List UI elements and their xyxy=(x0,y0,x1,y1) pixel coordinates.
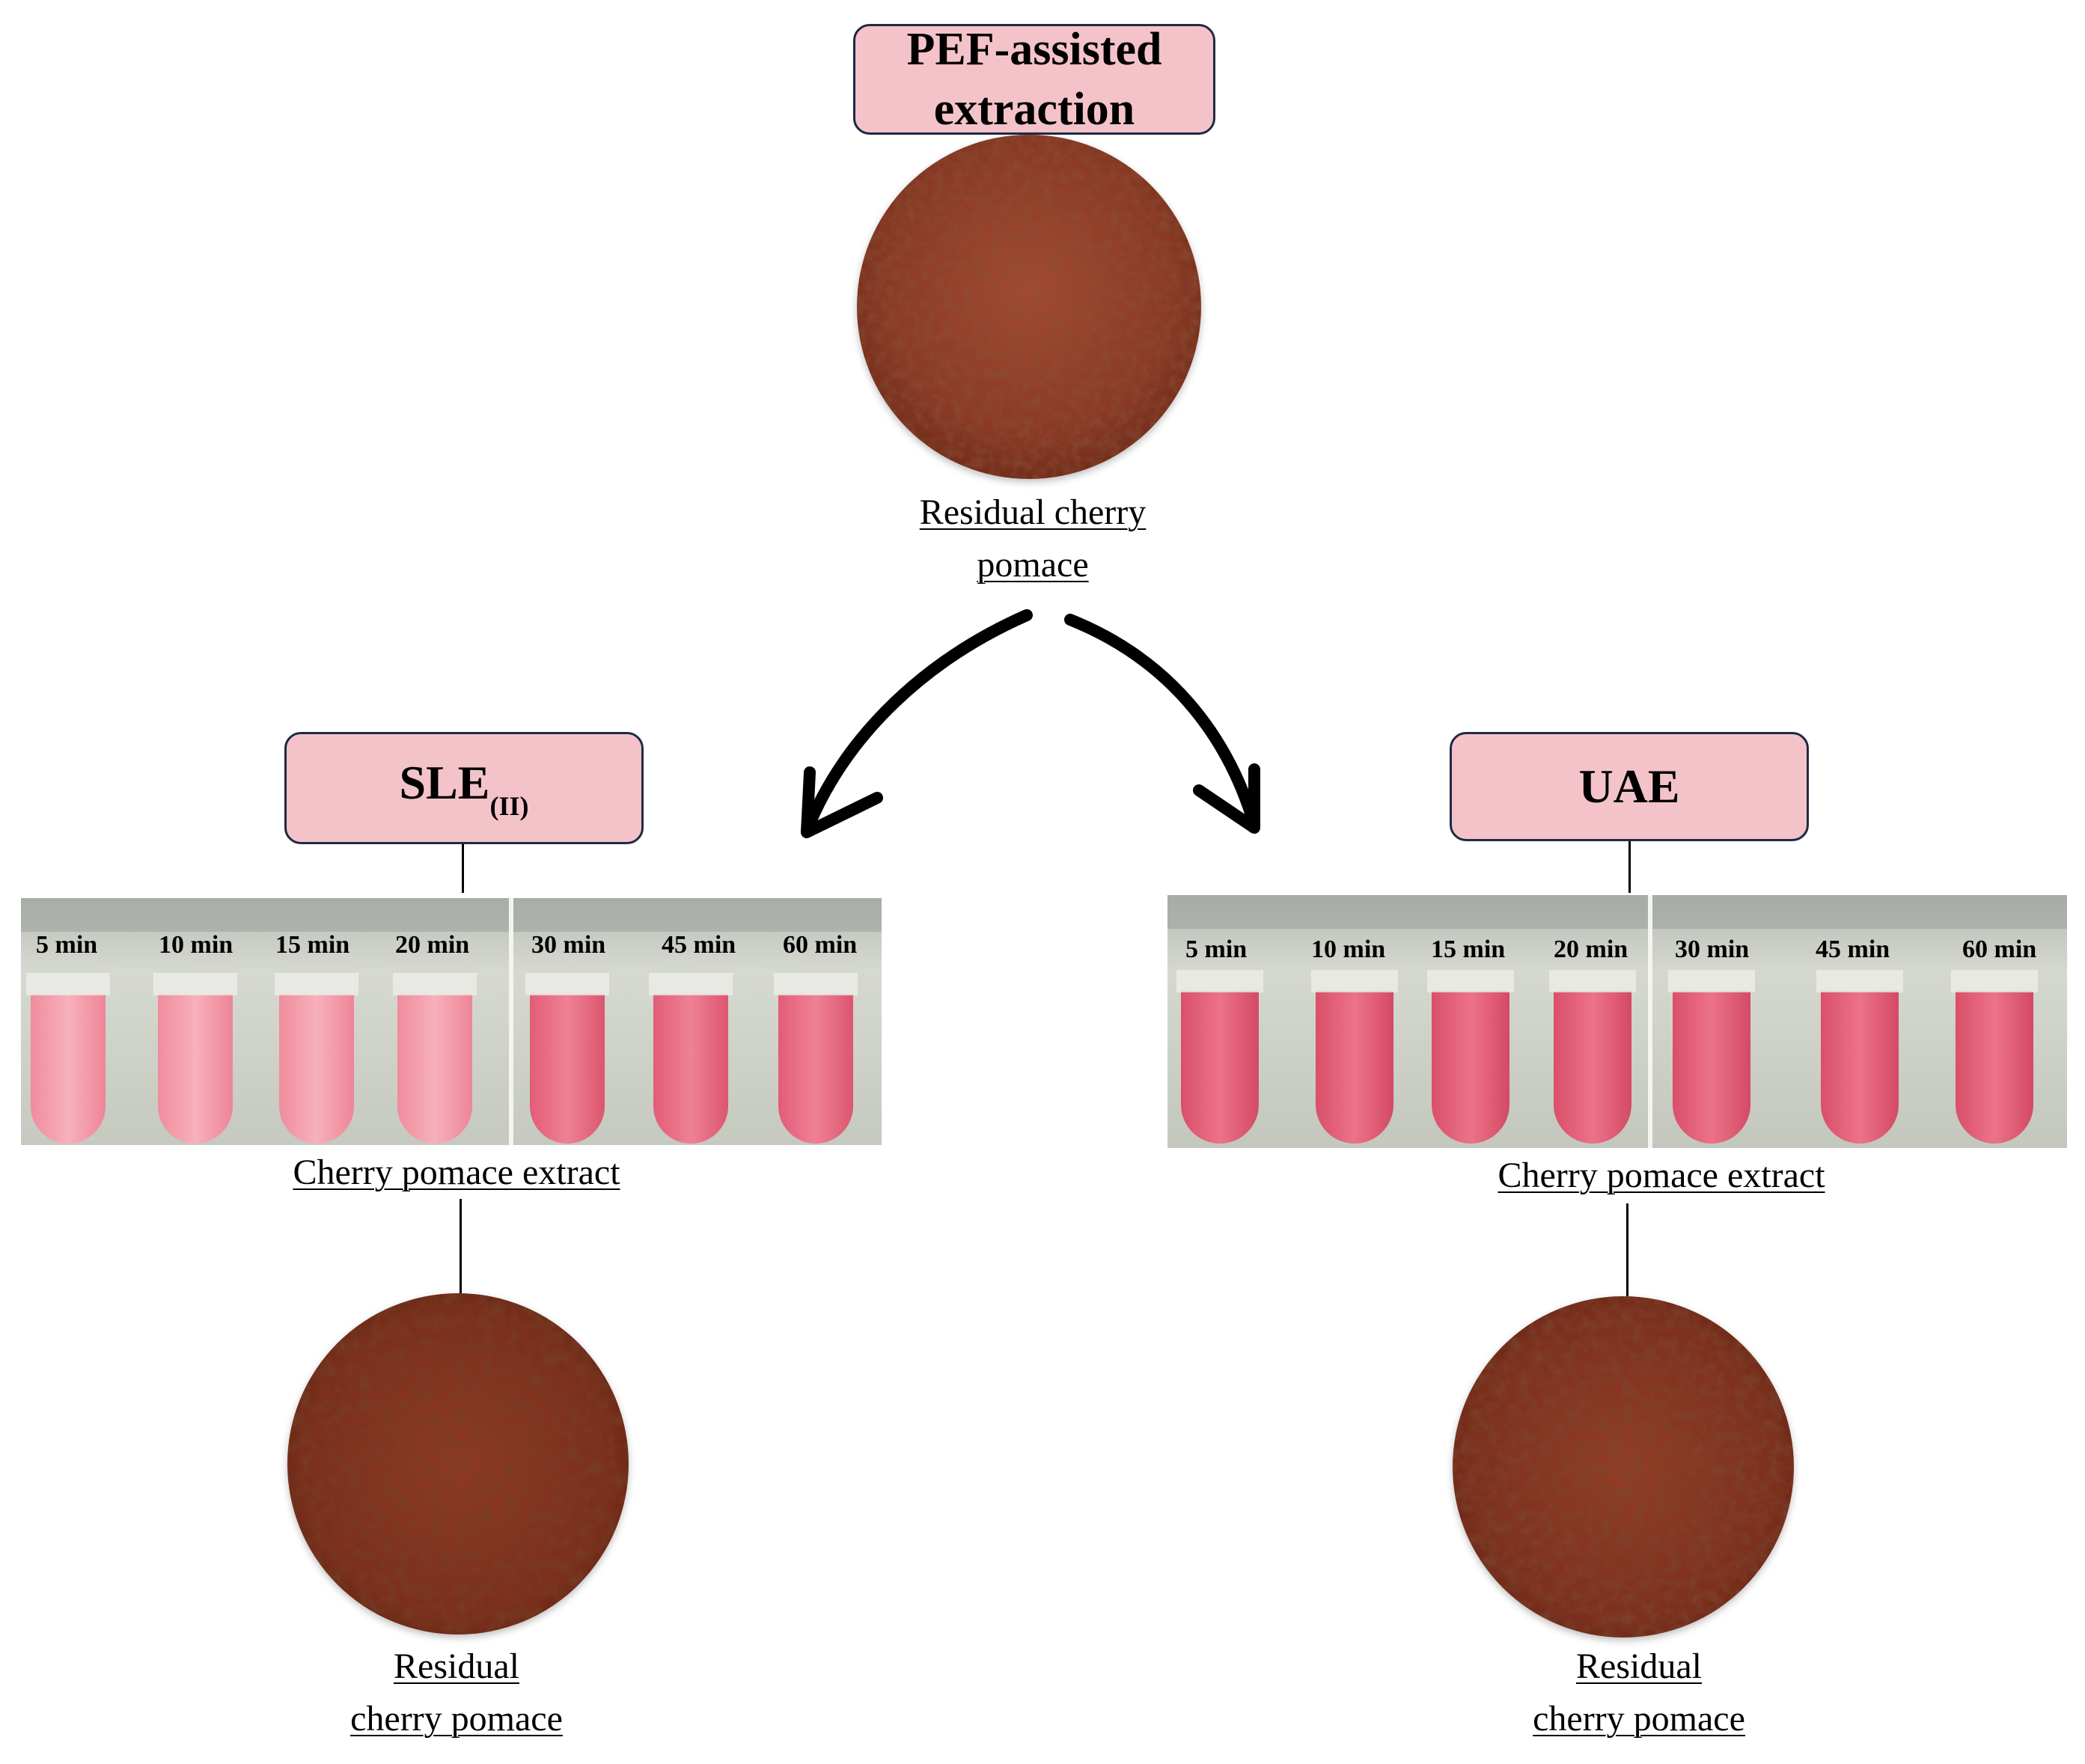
top-residual-pomace-image xyxy=(857,135,1201,479)
uae-extract-caption: Cherry pomace extract xyxy=(1498,1156,1825,1195)
extract-tube xyxy=(1316,991,1393,1144)
time-label: 20 min xyxy=(1554,936,1628,963)
sle-tubes xyxy=(26,973,858,1144)
uae-connector-bottom xyxy=(1626,1203,1628,1296)
tube-rim xyxy=(26,973,110,995)
sle-box: SLE(II) xyxy=(284,732,644,844)
tube-rim xyxy=(649,973,733,995)
extract-tube xyxy=(158,994,233,1144)
sle-residual-pomace-image xyxy=(287,1293,629,1635)
tube-rim xyxy=(525,973,609,995)
extract-tube xyxy=(530,994,605,1144)
sle-title: SLE(II) xyxy=(399,755,529,821)
uae-box: UAE xyxy=(1450,732,1809,841)
tube-rim xyxy=(1951,970,2038,992)
time-label: 15 min xyxy=(1431,936,1506,963)
top-residual-pomace-caption: Residual cherry pomace xyxy=(919,492,1147,585)
arrow-to-uae xyxy=(1064,614,1260,834)
extract-tube xyxy=(653,994,728,1144)
tube-rim xyxy=(393,973,477,995)
time-label: 60 min xyxy=(1962,936,2037,963)
extract-tube xyxy=(1956,991,2033,1144)
tube-rim xyxy=(1176,970,1263,992)
uae-tubes xyxy=(1176,970,2038,1144)
time-label: 30 min xyxy=(531,931,606,959)
tube-rim xyxy=(1427,970,1514,992)
extract-tube xyxy=(397,994,472,1144)
extract-tube xyxy=(279,994,354,1144)
time-label: 5 min xyxy=(36,931,98,959)
sle-extract-caption: Cherry pomace extract xyxy=(293,1153,620,1192)
extract-tube xyxy=(1821,991,1899,1144)
uae-tubes-photo xyxy=(1167,895,2067,1148)
time-label: 45 min xyxy=(1816,936,1890,963)
uae-residual-pomace-caption: Residual cherry pomace xyxy=(1533,1646,1745,1739)
time-label: 10 min xyxy=(159,931,233,959)
tube-rim xyxy=(275,973,358,995)
sle-connector-top xyxy=(462,844,464,893)
extract-tube xyxy=(1554,991,1631,1144)
arrow-to-sle xyxy=(801,609,1033,838)
time-label: 45 min xyxy=(662,931,736,959)
tube-rim xyxy=(1549,970,1636,992)
pef-extraction-title: PEF-assisted extraction xyxy=(906,24,1162,135)
time-label: 20 min xyxy=(395,931,470,959)
uae-connector-top xyxy=(1628,841,1631,893)
uae-title: UAE xyxy=(1578,760,1680,813)
sle-connector-bottom xyxy=(460,1199,462,1293)
extract-tube xyxy=(1673,991,1750,1144)
extract-tube xyxy=(1181,991,1259,1144)
uae-residual-pomace-image xyxy=(1453,1296,1794,1638)
sle-residual-pomace-caption: Residual cherry pomace xyxy=(350,1646,563,1739)
time-label: 30 min xyxy=(1675,936,1750,963)
time-label: 10 min xyxy=(1311,936,1386,963)
time-label: 60 min xyxy=(783,931,858,959)
extract-tube xyxy=(778,994,853,1144)
tube-rim xyxy=(153,973,237,995)
time-label: 15 min xyxy=(275,931,350,959)
extract-tube xyxy=(31,994,106,1144)
pef-extraction-box: PEF-assisted extraction xyxy=(853,24,1215,135)
sle-tubes-photo xyxy=(21,898,882,1145)
tube-rim xyxy=(1816,970,1903,992)
tube-rim xyxy=(1668,970,1755,992)
tube-rim xyxy=(1311,970,1398,992)
time-label: 5 min xyxy=(1185,936,1248,963)
tube-rim xyxy=(774,973,858,995)
extract-tube xyxy=(1432,991,1509,1144)
